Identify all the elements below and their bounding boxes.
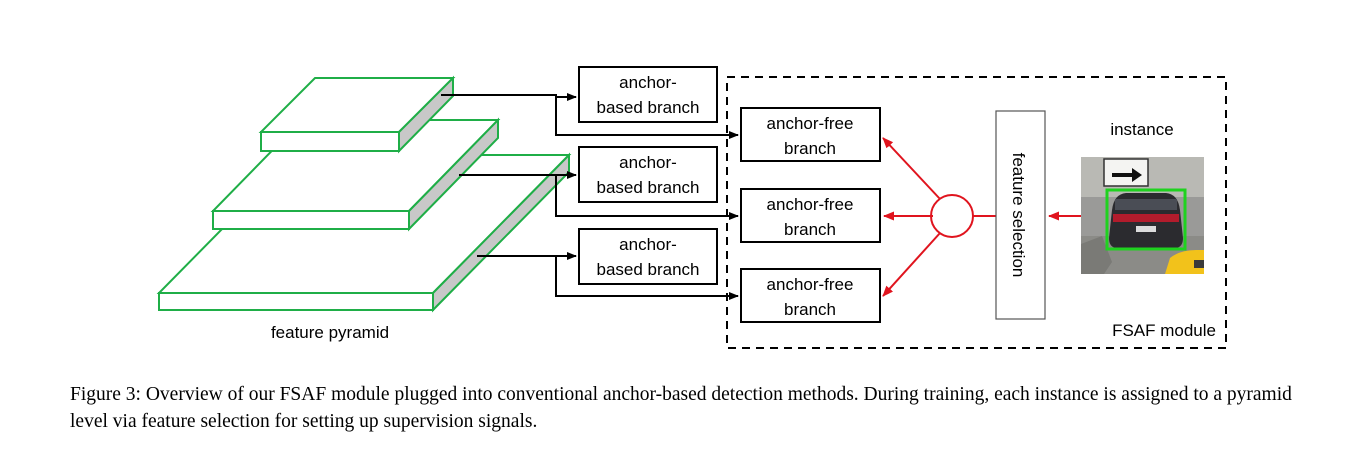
svg-text:branch: branch [784, 300, 836, 319]
instance-label: instance [1110, 120, 1173, 139]
connectors-level-1 [441, 93, 739, 139]
svg-text:anchor-free: anchor-free [767, 195, 854, 214]
fsaf-module-frame [726, 76, 1227, 349]
figure-caption: Figure 3: Overview of our FSAF module pl… [70, 381, 1325, 435]
selection-router [882, 137, 1084, 297]
svg-text:branch: branch [784, 139, 836, 158]
svg-text:anchor-: anchor- [619, 153, 677, 172]
anchor-based-branch-1: anchor- based branch [578, 66, 718, 123]
connectors-level-2 [459, 171, 739, 220]
fsaf-module-label: FSAF module [1112, 321, 1216, 340]
instance-image [1081, 157, 1204, 274]
anchor-free-branch-2: anchor-free branch [740, 188, 881, 243]
connectors-level-3 [477, 252, 739, 300]
svg-text:based branch: based branch [596, 260, 699, 279]
fsaf-diagram: feature pyramid FSAF module anchor- base… [156, 66, 1227, 349]
instance-bounding-box [1105, 188, 1187, 251]
pyramid-level-medium [210, 117, 501, 232]
pyramid-level-small [258, 75, 456, 154]
svg-text:anchor-: anchor- [619, 235, 677, 254]
feature-selection-label: feature selection [1009, 153, 1028, 278]
anchor-based-branch-3: anchor- based branch [578, 228, 718, 285]
svg-text:anchor-free: anchor-free [767, 114, 854, 133]
caption-prefix: Figure 3: [70, 384, 141, 405]
svg-text:anchor-: anchor- [619, 73, 677, 92]
feature-pyramid-label: feature pyramid [271, 323, 389, 342]
feature-selection-box: feature selection [995, 110, 1046, 320]
svg-text:anchor-free: anchor-free [767, 275, 854, 294]
svg-text:based branch: based branch [596, 98, 699, 117]
caption-text: Overview of our FSAF module plugged into… [70, 384, 1292, 432]
anchor-free-branch-3: anchor-free branch [740, 268, 881, 323]
svg-text:based branch: based branch [596, 178, 699, 197]
anchor-free-branch-1: anchor-free branch [740, 107, 881, 162]
svg-text:branch: branch [784, 220, 836, 239]
anchor-based-branch-2: anchor- based branch [578, 146, 718, 203]
